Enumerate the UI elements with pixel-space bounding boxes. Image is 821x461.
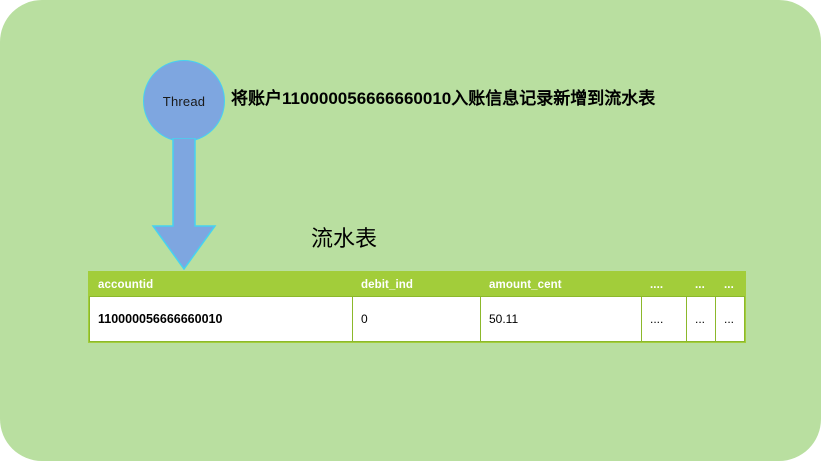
column-header-amount-cent[interactable]: amount_cent xyxy=(480,272,642,297)
column-header-more-2[interactable]: ... xyxy=(686,272,716,297)
table-body: 110000056666660010 0 50.11 .... ... ... xyxy=(89,296,745,342)
cell-more-1: .... xyxy=(641,296,687,342)
arrow-down-icon xyxy=(148,137,220,271)
table-header-row: accountid debit_ind amount_cent .... ...… xyxy=(89,272,745,297)
cell-debit-ind: 0 xyxy=(352,296,481,342)
column-header-debit-ind[interactable]: debit_ind xyxy=(352,272,481,297)
cell-amount-cent: 50.11 xyxy=(480,296,642,342)
cell-more-3: ... xyxy=(715,296,745,342)
column-header-more-1[interactable]: .... xyxy=(641,272,687,297)
column-header-more-3[interactable]: ... xyxy=(715,272,745,297)
table-title: 流水表 xyxy=(311,226,378,251)
table-row[interactable]: 110000056666660010 0 50.11 .... ... ... xyxy=(89,296,745,342)
cell-more-2: ... xyxy=(686,296,716,342)
table-header: accountid debit_ind amount_cent .... ...… xyxy=(89,272,745,297)
ledger-table: accountid debit_ind amount_cent .... ...… xyxy=(89,272,745,342)
flow-message: 将账户110000056666660010入账信息记录新增到流水表 xyxy=(231,89,656,108)
column-header-accountid[interactable]: accountid xyxy=(89,272,353,297)
cell-accountid: 110000056666660010 xyxy=(89,296,353,342)
thread-node[interactable]: Thread xyxy=(143,60,225,142)
thread-node-label: Thread xyxy=(162,93,206,109)
